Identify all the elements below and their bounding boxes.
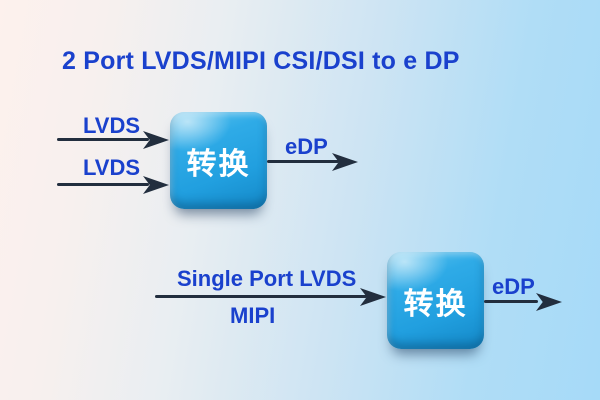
converter-box: 转换 <box>170 112 267 209</box>
page-title: 2 Port LVDS/MIPI CSI/DSI to e DP <box>62 47 460 75</box>
flow-line <box>57 138 149 141</box>
converter-box-label: 转换 <box>186 147 251 181</box>
flow-line <box>267 160 339 163</box>
input-label-mipi: MIPI <box>230 303 276 328</box>
flow-line <box>155 295 367 298</box>
converter-box-label: 转换 <box>403 287 468 321</box>
arrow-right-icon <box>536 293 562 311</box>
flow-line <box>57 183 149 186</box>
output-label-edp-1: eDP <box>285 134 328 159</box>
input-label-lvds-1: LVDS <box>83 113 141 138</box>
input-label-single-port-lvds: Single Port LVDS <box>177 266 357 291</box>
flow-line <box>484 300 538 303</box>
converter-box: 转换 <box>387 252 484 349</box>
input-label-lvds-2: LVDS <box>83 155 141 180</box>
output-label-edp-2: eDP <box>492 274 535 299</box>
